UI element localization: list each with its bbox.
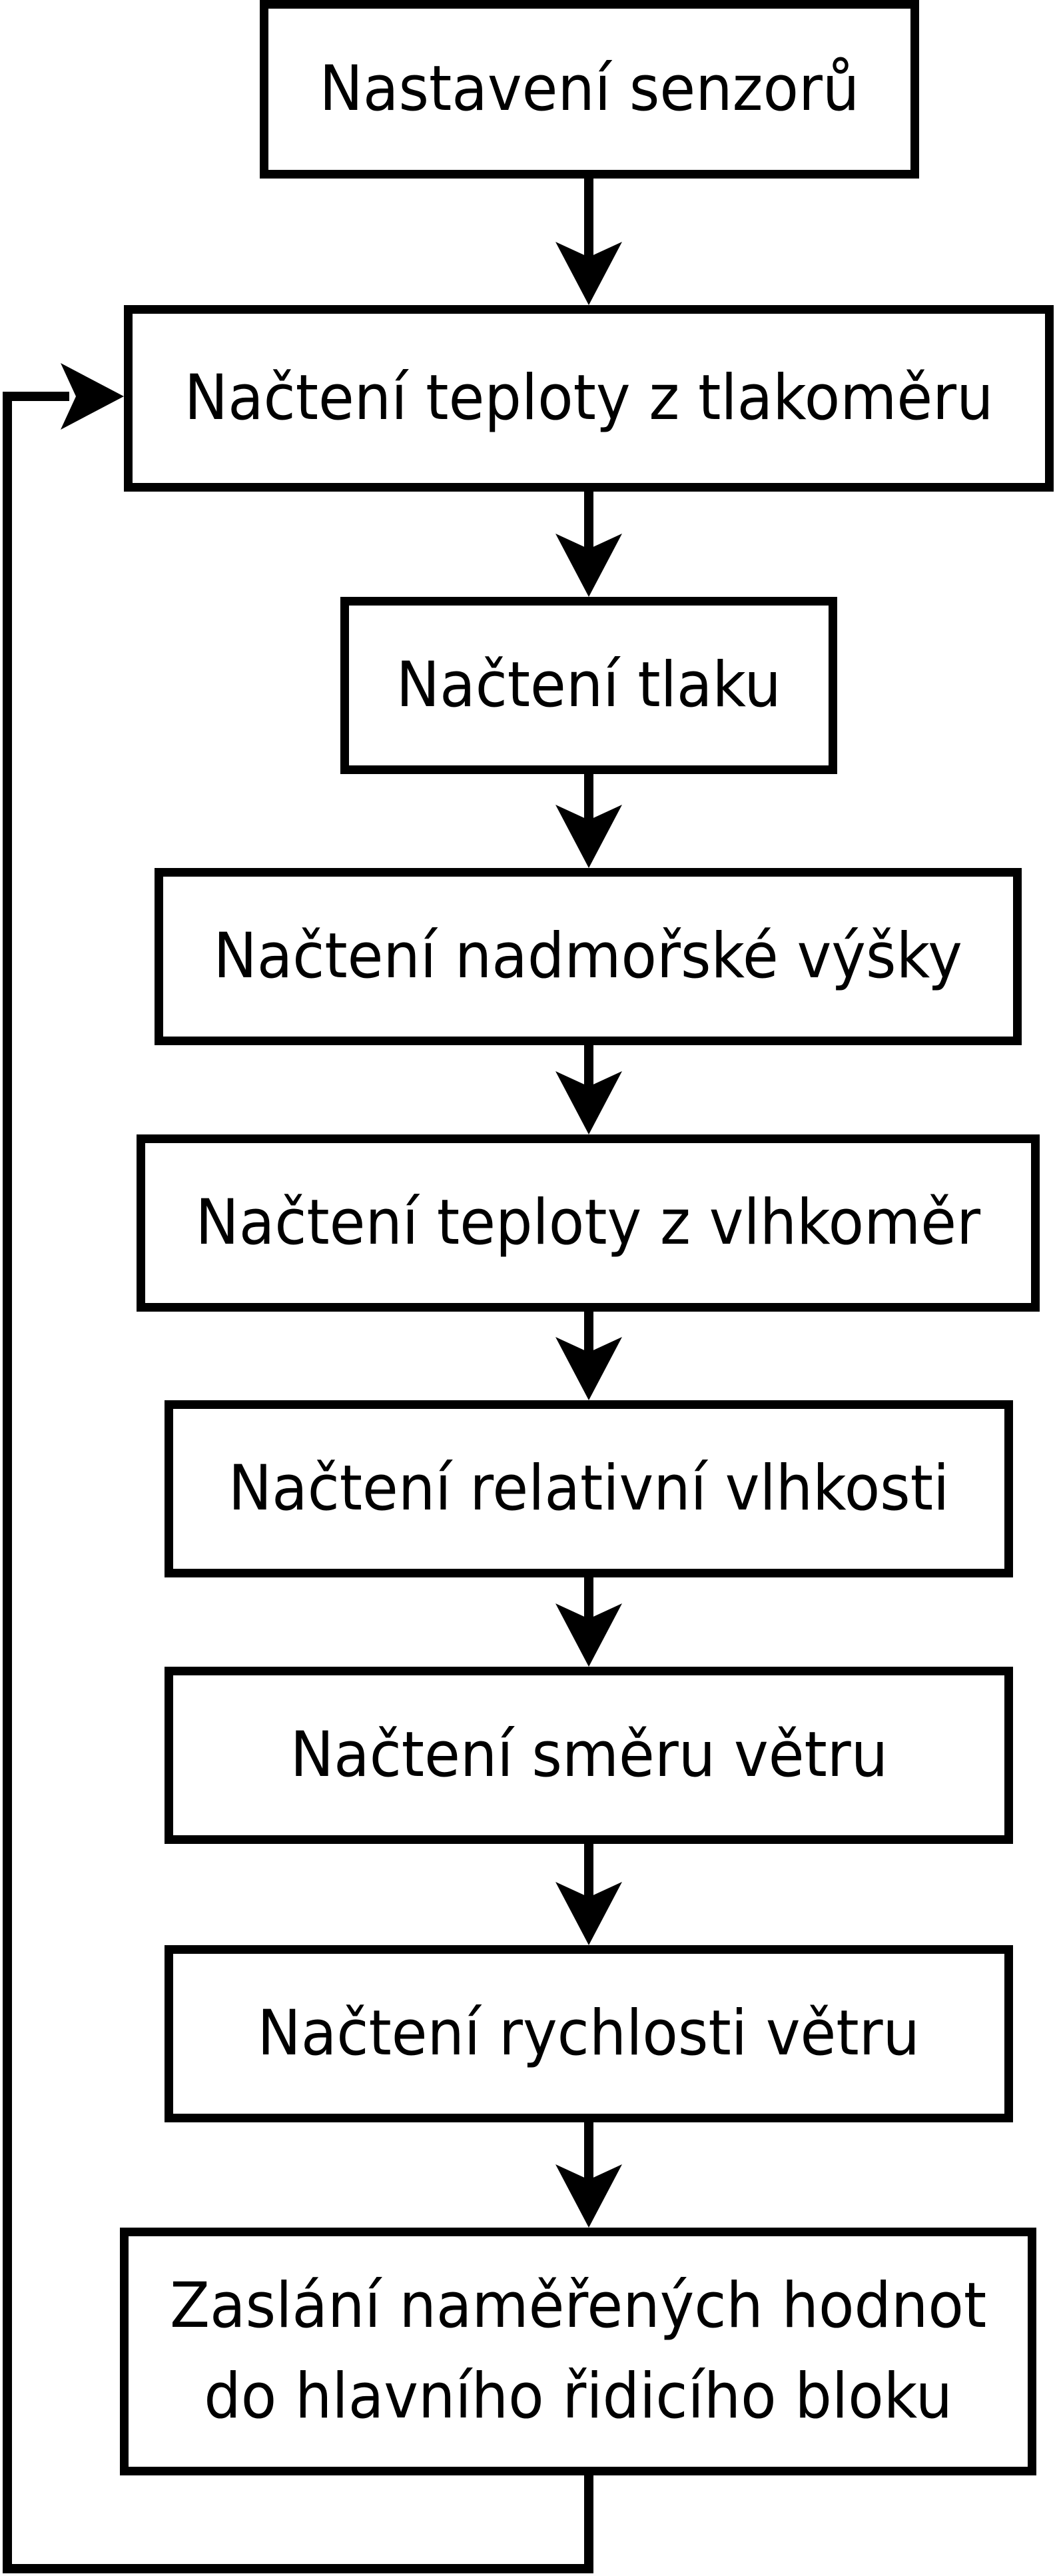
flow-node-label: Načtení teploty z tlakoměru [184, 361, 994, 434]
flow-node-label: Nastavení senzorů [319, 52, 860, 125]
flow-node-nacteni-tlaku: Načtení tlaku [340, 597, 837, 774]
flow-node-label: Načtení relativní vlhkosti [228, 1452, 950, 1525]
flow-node-zaslani-namerenych-hodnot: Zaslání naměřených hodnot do hlavního ři… [120, 2228, 1036, 2475]
edge-arrow-2-3 [555, 492, 622, 597]
edge-loop-back-9-2 [3, 363, 593, 2573]
edge-arrow-3-4 [555, 774, 622, 868]
flow-node-label: Načtení rychlosti větru [257, 1996, 920, 2070]
arrowhead-down-icon [555, 1882, 622, 1945]
flow-node-nacteni-teploty-z-tlakomeru: Načtení teploty z tlakoměru [124, 305, 1054, 492]
arrowhead-down-icon [555, 1071, 622, 1134]
flow-node-nacteni-smeru-vetru: Načtení směru větru [165, 1667, 1013, 1844]
edge-arrow-7-8 [555, 1844, 622, 1945]
edge-arrow-4-5 [555, 1045, 622, 1134]
arrowhead-down-icon [555, 805, 622, 868]
edge-arrow-5-6 [555, 1312, 622, 1400]
flow-node-nacteni-relativni-vlhkosti: Načtení relativní vlhkosti [165, 1400, 1013, 1577]
edge-arrow-8-9 [555, 2122, 622, 2228]
flow-node-nacteni-nadmorske-vysky: Načtení nadmořské výšky [155, 868, 1022, 1045]
edge-arrow-6-7 [555, 1577, 622, 1667]
flow-node-label: Načtení tlaku [396, 648, 782, 721]
flow-node-nacteni-teploty-z-vlhkomer: Načtení teploty z vlhkoměr [137, 1134, 1040, 1312]
edge-arrow-1-2 [555, 177, 622, 305]
flow-node-nacteni-rychlosti-vetru: Načtení rychlosti větru [165, 1945, 1013, 2122]
arrowhead-down-icon [555, 1337, 622, 1400]
flow-node-label: Načtení nadmořské výšky [213, 919, 963, 993]
arrowhead-down-icon [555, 1603, 622, 1667]
flow-node-label: Načtení teploty z vlhkoměr [195, 1186, 981, 1259]
arrowhead-down-icon [555, 242, 622, 305]
flow-node-nastaveni-senzoru: Nastavení senzorů [260, 0, 919, 179]
arrowhead-right-icon [61, 363, 124, 430]
flow-node-label: Načtení směru větru [290, 1718, 888, 1791]
arrowhead-down-icon [555, 534, 622, 597]
arrowhead-down-icon [555, 2164, 622, 2228]
flow-node-label: Zaslání naměřených hodnot do hlavního ři… [169, 2269, 987, 2433]
